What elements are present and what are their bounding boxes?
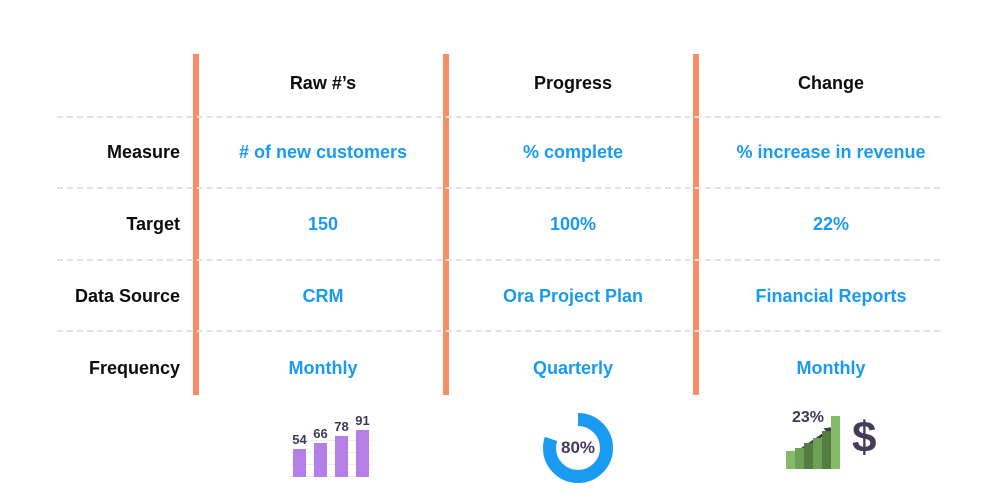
column-header-raw-numbers: Raw #’s (289, 73, 357, 93)
bar (831, 416, 840, 469)
bar (822, 431, 831, 469)
column-divider (443, 54, 449, 395)
growth-bars (786, 416, 840, 469)
row-divider-dashed (57, 187, 940, 189)
row-divider-dashed (57, 116, 940, 118)
bar (813, 438, 822, 469)
frequency-progress: Quarterly (532, 358, 614, 378)
column-divider (193, 54, 199, 395)
bar (786, 451, 795, 469)
row-label-data-source: Data Source (74, 286, 180, 306)
bar (356, 430, 369, 477)
bar (335, 436, 348, 477)
bar (293, 449, 306, 477)
target-change: 22% (812, 214, 850, 234)
header-row: Raw #’s Progress Change (0, 65, 997, 101)
bar-value-label: 91 (355, 413, 370, 428)
table-row-target: Target 150 100% 22% (0, 206, 997, 242)
measure-change: % increase in revenue (736, 142, 926, 162)
measure-raw-numbers: # of new customers (238, 142, 408, 162)
target-progress: 100% (549, 214, 597, 234)
bar-value-label: 54 (292, 432, 307, 447)
table-row-data-source: Data Source CRM Ora Project Plan Financi… (0, 278, 997, 314)
donut-ring-icon (543, 413, 613, 483)
row-divider-dashed (57, 330, 940, 332)
bar (314, 443, 327, 477)
raw-numbers-mini-bar: 54 66 78 91 (291, 407, 373, 477)
row-label-frequency: Frequency (88, 358, 180, 378)
frequency-raw-numbers: Monthly (288, 358, 358, 378)
mini-bar-bars: 54 66 78 91 (292, 413, 370, 477)
target-raw-numbers: 150 (307, 214, 339, 234)
column-header-progress: Progress (533, 73, 613, 93)
dollar-sign-icon: $ (852, 413, 877, 462)
frequency-change: Monthly (796, 358, 866, 378)
data-source-change: Financial Reports (755, 286, 907, 306)
donut-percent-label: 80% (560, 438, 596, 457)
mini-bar-gridlines (291, 437, 373, 477)
data-source-progress: Ora Project Plan (502, 286, 644, 306)
measure-progress: % complete (522, 142, 624, 162)
bar (804, 443, 813, 469)
column-header-change: Change (797, 73, 864, 93)
growth-percent-label: 23% (792, 409, 825, 426)
data-source-raw-numbers: CRM (302, 286, 344, 306)
row-label-target: Target (126, 214, 180, 234)
row-divider-dashed (57, 259, 940, 261)
change-growth-chart: 23% $ (786, 405, 916, 471)
table-row-frequency: Frequency Monthly Quarterly Monthly (0, 350, 997, 386)
column-divider (693, 54, 699, 395)
progress-donut: 80% (540, 410, 616, 486)
bar-value-label: 66 (313, 426, 328, 441)
bar-value-label: 78 (334, 419, 349, 434)
table-row-measure: Measure # of new customers % complete % … (0, 134, 997, 170)
bar (795, 448, 804, 469)
row-label-measure: Measure (106, 142, 180, 162)
